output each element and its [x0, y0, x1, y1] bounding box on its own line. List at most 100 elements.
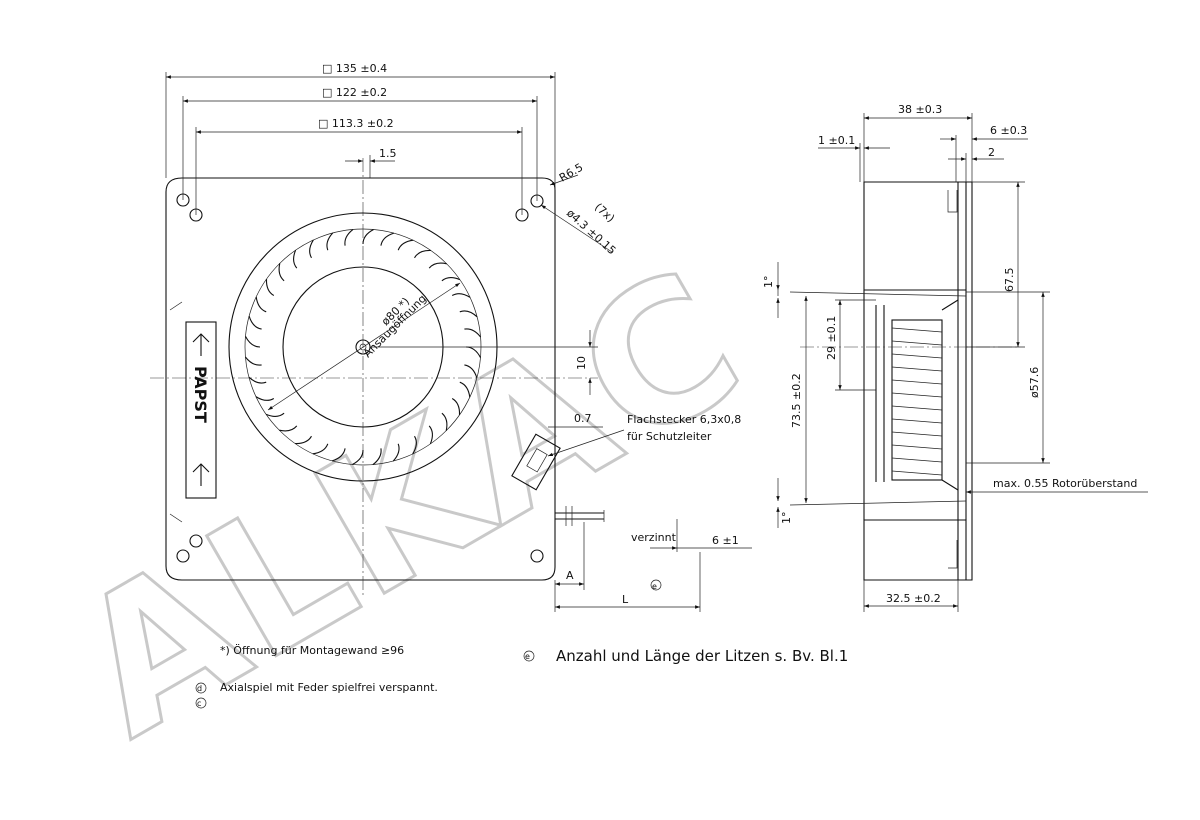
impeller-blade — [245, 336, 261, 348]
ground-tab — [511, 433, 561, 491]
rotor-vane — [891, 340, 943, 346]
marker-e — [650, 579, 662, 591]
side-dim-38-label: 38 ±0.3 — [898, 103, 942, 116]
note-d-marker-text: d — [197, 684, 202, 693]
impeller-blade — [459, 381, 471, 398]
impeller-blade — [326, 232, 334, 251]
dim-A-label: A — [566, 569, 574, 582]
flange-guide — [169, 301, 183, 523]
marker-e-text: e — [652, 582, 657, 591]
note-d: Axialspiel mit Feder spielfrei verspannt… — [220, 681, 438, 694]
dim-L-label: L — [622, 593, 629, 606]
impeller-blade — [392, 443, 400, 462]
ground-tab-slot — [526, 448, 548, 473]
flange-detail — [948, 540, 958, 569]
rotor-label: max. 0.55 Rotorüberstand — [993, 477, 1137, 490]
side-housing-bottom — [863, 519, 967, 581]
side-view: 38 ±0.3 1 ±0.1 6 ±0.3 2 67.5 ø57.6 29 ±0… — [762, 103, 1148, 612]
rotor-vane — [891, 457, 943, 463]
impeller-blade — [255, 396, 275, 401]
impeller-blade — [255, 296, 267, 313]
impeller-blade — [412, 435, 417, 455]
dim-1-5-label: 1.5 — [379, 147, 397, 160]
lead-wires — [555, 512, 604, 520]
impeller-blade — [428, 425, 433, 445]
note-e-marker — [523, 650, 535, 662]
tab-label-2: für Schutzleiter — [627, 430, 712, 443]
rotor-rim — [875, 305, 885, 482]
impeller-blade — [380, 232, 395, 246]
note-c-marker-text: c — [197, 699, 201, 708]
side-dim-29-label: 29 ±0.1 — [825, 316, 838, 360]
impeller-blade — [279, 425, 298, 432]
note-star: *) Öffnung für Montagewand ≥96 — [220, 644, 404, 657]
side-dim-2-label: 2 — [988, 146, 995, 159]
rotor-vane — [891, 444, 943, 450]
impeller-blade — [265, 412, 285, 417]
impeller-blade — [248, 376, 267, 384]
impeller-blade — [372, 448, 382, 466]
rotor-edge — [941, 299, 959, 491]
tab-label-1: Flachstecker 6,3x0,8 — [627, 413, 741, 426]
impeller-blade — [428, 262, 447, 269]
impeller-blade — [344, 228, 354, 246]
impeller-blade — [309, 239, 314, 259]
impeller-blade — [293, 249, 298, 269]
impeller-blade — [244, 356, 262, 366]
rotor-vane — [891, 379, 943, 385]
arrow-up-icon — [192, 333, 210, 356]
impeller-blade — [459, 310, 478, 318]
flange-detail — [947, 190, 958, 213]
impeller-blade — [248, 315, 262, 330]
dim-hole-count-label: (7x) — [592, 201, 617, 225]
wire-sleeve — [565, 506, 573, 526]
impeller-blade — [295, 435, 312, 445]
dim-122-label: □ 122 ±0.2 — [322, 86, 387, 99]
rotor-vanes — [891, 327, 943, 476]
dim-135-label: □ 135 ±0.4 — [322, 62, 387, 75]
side-dim-32-5-label: 32.5 ±0.2 — [886, 592, 941, 605]
impeller-blade — [464, 328, 482, 338]
dim-6-label: 6 ±1 — [712, 534, 739, 547]
rotor-vane — [891, 353, 943, 359]
dim-0-7-label: 0.7 — [574, 412, 592, 425]
mount-hole — [189, 534, 203, 548]
impeller-blade — [265, 279, 275, 296]
note-c-marker — [195, 697, 207, 709]
note-d-marker — [195, 682, 207, 694]
brand-logo: PAPST — [191, 366, 210, 423]
dim-hole — [540, 204, 613, 253]
side-dim-73-5-label: 73.5 ±0.2 — [790, 373, 803, 428]
dim-80 — [267, 282, 461, 411]
tab-leader — [547, 429, 625, 457]
dim-10-label: 10 — [575, 356, 588, 370]
rotor — [891, 319, 943, 481]
side-dim-57-6-label: ø57.6 — [1028, 367, 1041, 398]
logo-plate — [185, 321, 217, 499]
rotor-vane — [891, 470, 943, 476]
front-view: PAPST □ 135 ±0.4 □ 122 ±0.2 □ 113.3 ±0.2… — [150, 62, 752, 612]
side-dim-6-label: 6 ±0.3 — [990, 124, 1027, 137]
side-body — [863, 290, 967, 520]
rotor-vane — [891, 392, 943, 398]
impeller-blade — [397, 239, 414, 251]
rotor-vane — [891, 405, 943, 411]
mount-hole — [530, 549, 544, 563]
angle-top-label: 1° — [762, 276, 775, 289]
impeller-blade — [278, 263, 285, 282]
dim-r6-5 — [549, 174, 579, 186]
impeller-blade — [312, 443, 329, 455]
side-dim-1-label: 1 ±0.1 — [818, 134, 855, 147]
note-e-marker-text: e — [525, 652, 530, 661]
side-dim-67-5-label: 67.5 — [1003, 268, 1016, 293]
dim-113-label: □ 113.3 ±0.2 — [318, 117, 394, 130]
rotor-vane — [891, 431, 943, 437]
side-flange — [957, 181, 973, 581]
notes: *) Öffnung für Montagewand ≥96 e Anzahl … — [195, 644, 848, 709]
rotor-vane — [891, 366, 943, 372]
rotor-vane — [891, 327, 943, 333]
impeller-blade — [451, 293, 471, 298]
arrow-up-icon — [192, 463, 210, 486]
impeller-blade — [331, 448, 346, 462]
